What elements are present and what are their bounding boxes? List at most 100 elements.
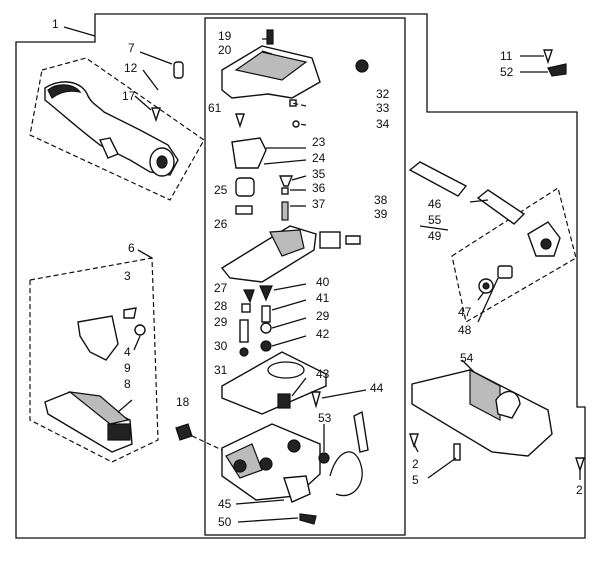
part-label: 11	[500, 49, 513, 63]
leader-line	[413, 443, 419, 453]
part-label: 41	[316, 291, 330, 305]
part-label: 17	[122, 89, 136, 103]
leader-line	[271, 335, 307, 347]
part-50-screw	[299, 513, 317, 525]
part-label: 12	[124, 61, 138, 75]
part-label: 46	[428, 197, 442, 211]
part-23-coil	[231, 137, 267, 169]
part-label: 40	[316, 275, 330, 289]
part-31-gasket-ring	[267, 361, 305, 379]
part-body-port-b	[259, 457, 273, 471]
part-label: 42	[316, 327, 330, 341]
part-61-screw	[235, 113, 245, 129]
part-valve-body	[220, 225, 317, 283]
part-31-gasket-plate	[221, 351, 327, 415]
part-label: 48	[458, 323, 472, 337]
part-label: 38	[374, 193, 388, 207]
part-label: 43	[316, 367, 330, 381]
part-label: 52	[500, 65, 514, 79]
bracket-box	[29, 257, 159, 463]
part-45-fitting	[283, 475, 311, 503]
handle-hook	[47, 84, 82, 99]
part-label: 32	[376, 87, 390, 101]
part-29-ring-b	[260, 322, 272, 334]
handle-end-hole	[156, 155, 168, 169]
part-label: 19	[218, 29, 232, 43]
part-label: 61	[208, 101, 222, 115]
part-7-pin	[173, 61, 184, 79]
leader-line	[139, 51, 173, 65]
part-label: 9	[124, 361, 131, 375]
part-label: 23	[312, 135, 326, 149]
part-2-screw-a	[409, 433, 419, 449]
part-label: 37	[312, 197, 326, 211]
part-thermo-bulb	[329, 451, 363, 497]
part-42-ring	[260, 340, 272, 352]
part-label: 29	[316, 309, 330, 323]
handle-part	[44, 81, 179, 176]
center-column-boundary	[204, 17, 406, 536]
part-25-magnet	[235, 177, 255, 197]
leader-line	[477, 277, 499, 323]
part-47-ring-inner	[482, 282, 490, 290]
handle-clip	[99, 137, 119, 159]
part-34-ball	[292, 120, 300, 128]
part-5-pin	[453, 443, 461, 461]
part-36-pin	[281, 187, 289, 195]
leader-line	[237, 517, 299, 523]
leader-line	[461, 359, 475, 373]
part-label: 29	[214, 315, 228, 329]
part-valve-right-hole	[540, 238, 552, 250]
part-4-bracket	[77, 315, 119, 361]
leader-line	[419, 225, 449, 231]
part-39-plug	[345, 235, 361, 245]
part-27-stem	[243, 289, 255, 304]
part-54-knob	[495, 390, 521, 419]
part-43-spring	[277, 393, 291, 409]
part-valve-top	[269, 229, 305, 257]
part-label: 7	[128, 41, 135, 55]
leader-line	[427, 457, 457, 479]
part-9-ring	[134, 324, 146, 336]
part-32-cap	[355, 59, 369, 73]
part-label: 35	[312, 167, 326, 181]
leader-line	[191, 435, 223, 451]
part-label: 30	[214, 339, 228, 353]
leader-line	[263, 159, 307, 165]
leader-line	[469, 199, 489, 203]
outer-boundary	[15, 13, 586, 539]
part-2-screw-b	[575, 457, 585, 473]
part-30-washer	[239, 347, 249, 357]
leader-line	[291, 102, 307, 107]
part-label: 2	[412, 457, 419, 471]
part-29-pin-a	[239, 319, 249, 343]
part-8-block	[107, 423, 131, 441]
part-17-screw	[151, 107, 161, 123]
part-46-tube-a	[408, 161, 468, 197]
leader-line	[137, 249, 153, 259]
part-label: 31	[214, 363, 228, 377]
part-body-port-a	[233, 459, 247, 473]
part-label: 53	[318, 411, 332, 425]
part-label: 36	[312, 181, 326, 195]
leader-line	[63, 26, 96, 37]
part-18-nut	[175, 423, 193, 441]
part-label: 55	[428, 213, 442, 227]
part-label: 6	[128, 241, 135, 255]
leader-line	[133, 335, 141, 351]
part-20-top	[234, 51, 308, 81]
part-label: 4	[124, 345, 131, 359]
leader-line	[477, 291, 485, 301]
part-11-screw	[543, 49, 553, 65]
leader-line	[291, 377, 307, 397]
part-38-filter	[319, 231, 341, 249]
part-label: 47	[458, 305, 472, 319]
leader-line	[271, 299, 307, 311]
part-label: 54	[460, 351, 474, 365]
part-53-plug	[318, 452, 330, 464]
part-46-tube-b	[476, 189, 526, 225]
part-54-flange	[469, 369, 501, 421]
leader-line	[235, 499, 285, 505]
